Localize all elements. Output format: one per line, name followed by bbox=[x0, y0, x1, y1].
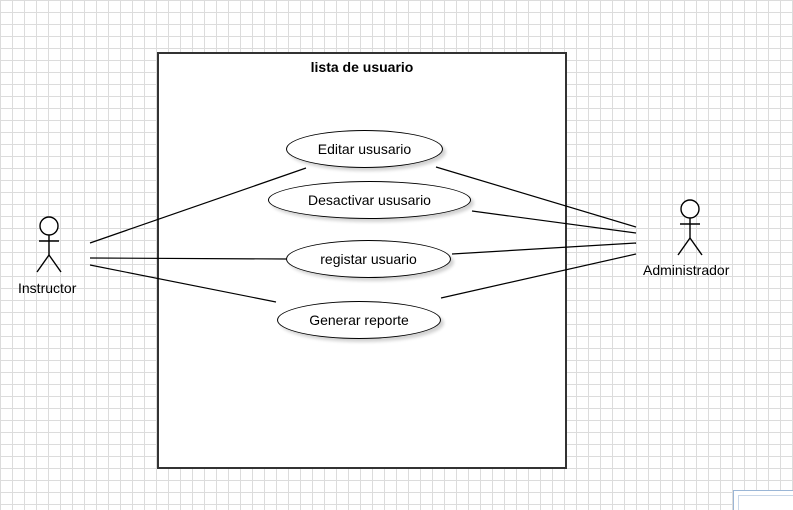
association-instructor-registar bbox=[89, 257, 288, 260]
actor-label-instructor: Instructor bbox=[18, 280, 77, 296]
administrador-actor-figure bbox=[677, 199, 703, 256]
system-title: lista de usuario bbox=[310, 59, 414, 75]
instructor-actor-figure bbox=[36, 216, 62, 273]
usecase-generar-reporte[interactable]: Generar reporte bbox=[277, 301, 441, 339]
usecase-desactivar-usuario[interactable]: Desactivar ususario bbox=[268, 181, 471, 219]
association-administrador-generar bbox=[440, 253, 637, 299]
usecase-label: registar usuario bbox=[320, 251, 417, 267]
outline-panel[interactable] bbox=[733, 490, 793, 510]
usecase-label: Desactivar ususario bbox=[308, 192, 431, 208]
usecase-registar-usuario[interactable]: registar usuario bbox=[286, 240, 451, 278]
association-administrador-registar bbox=[451, 242, 637, 255]
actor-label-administrador: Administrador bbox=[643, 262, 730, 278]
association-instructor-editar bbox=[89, 167, 307, 244]
usecase-editar-usuario[interactable]: Editar ususario bbox=[286, 130, 443, 168]
association-instructor-generar bbox=[89, 264, 277, 303]
usecase-label: Editar ususario bbox=[317, 141, 412, 157]
usecase-label: Generar reporte bbox=[309, 312, 409, 328]
association-administrador-editar bbox=[435, 166, 637, 228]
outline-viewport bbox=[738, 495, 793, 510]
association-administrador-desactivar bbox=[471, 210, 637, 234]
